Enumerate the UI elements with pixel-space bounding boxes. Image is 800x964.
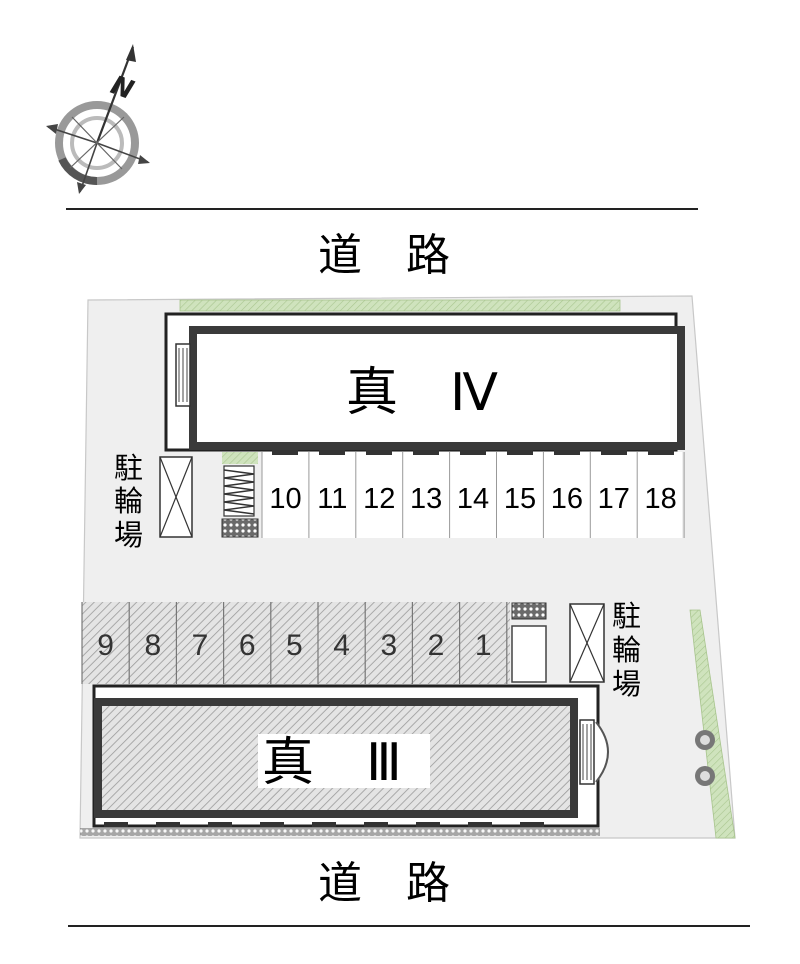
parking-slot-label: 11 [317, 483, 347, 515]
building-iv-label: 真 Ⅳ [346, 363, 498, 423]
vent-mark [601, 450, 627, 455]
vent-mark [260, 822, 284, 827]
bike-right-char-3: 場 [612, 667, 641, 701]
vent-mark [156, 822, 180, 827]
parking-slot-label: 18 [645, 483, 677, 515]
vent-mark [507, 450, 533, 455]
bicycle-parking-left: 駐 輪 場 [114, 451, 193, 552]
parking-slot-label: 10 [269, 483, 301, 515]
parking-slot-label: 9 [97, 629, 114, 662]
parking-slot-12: 12 [355, 452, 395, 538]
vent-mark [104, 822, 128, 827]
bike-right-char-2: 輪 [612, 633, 641, 667]
boundary-strip-bottom [80, 828, 600, 836]
vent-mark [366, 450, 392, 455]
parking-slot-label: 16 [551, 483, 583, 515]
parking-slot-4: 4 [317, 602, 350, 684]
building-iv: 真 Ⅳ [164, 312, 685, 452]
building-iii: 真 Ⅲ [92, 684, 609, 828]
parking-slot-3: 3 [364, 602, 397, 684]
parking-slot-label: 5 [286, 629, 303, 662]
parking-slot-15: 15 [496, 452, 536, 538]
parking-slot-16: 16 [542, 452, 583, 538]
parking-slot-11: 11 [308, 452, 347, 538]
vent-mark [554, 450, 580, 455]
vent-mark [319, 450, 345, 455]
building-iii-label: 真 Ⅲ [262, 733, 402, 793]
bike-left-char-2: 輪 [114, 484, 143, 518]
vent-mark [413, 450, 439, 455]
green-strip-right [689, 609, 736, 839]
vent-mark [312, 822, 336, 827]
shrub-icon [695, 730, 715, 786]
road-top-label: 道 路 [318, 230, 450, 281]
parking-row-bottom [82, 602, 510, 684]
vent-mark [272, 450, 298, 455]
parking-slot-14: 14 [449, 452, 489, 538]
vent-mark [208, 822, 232, 827]
stair-equipment [221, 452, 259, 538]
parking-slot-label: 17 [598, 483, 630, 515]
vent-mark [648, 450, 674, 455]
parking-slot-6: 6 [223, 602, 256, 684]
parking-slot-label: 14 [457, 483, 489, 515]
parking-slot-9: 9 [81, 602, 114, 684]
bike-left-char-3: 場 [114, 518, 143, 552]
road-bottom-label: 道 路 [318, 858, 450, 909]
vent-mark [416, 822, 440, 827]
parking-slot-label: 1 [475, 629, 492, 662]
parking-slot-17: 17 [589, 452, 630, 538]
bike-right-char-1: 駐 [612, 599, 641, 633]
bicycle-parking-right: 駐 輪 場 [569, 599, 641, 701]
parking-slot-2: 2 [411, 602, 445, 684]
north-label: N [107, 70, 138, 106]
parking-slot-label: 6 [239, 629, 256, 662]
equipment-box [511, 602, 547, 683]
parking-slot-label: 13 [410, 483, 442, 515]
vent-mark [468, 822, 492, 827]
parking-slot-label: 12 [363, 483, 395, 515]
parking-slot-10: 10 [261, 452, 302, 538]
parking-slot-label: 15 [504, 483, 536, 515]
parking-slot-13: 13 [402, 452, 442, 538]
parking-slot-label: 7 [192, 629, 209, 662]
parking-slot-7: 7 [175, 602, 209, 684]
bike-left-char-1: 駐 [114, 451, 143, 485]
parking-slot-label: 4 [333, 629, 350, 662]
green-strip-top [179, 299, 621, 312]
parking-slot-1: 1 [459, 602, 492, 684]
parking-slot-label: 3 [380, 629, 397, 662]
parking-slot-label: 8 [144, 629, 161, 662]
parking-slot-5: 5 [270, 602, 303, 684]
parking-row-top [262, 452, 682, 538]
parking-slot-18: 18 [636, 452, 677, 538]
vent-mark [520, 822, 544, 827]
vent-mark [460, 450, 486, 455]
parking-slot-8: 8 [128, 602, 161, 684]
vent-mark [364, 822, 388, 827]
parking-slot-label: 2 [428, 629, 445, 662]
compass-rose: N [46, 44, 150, 194]
